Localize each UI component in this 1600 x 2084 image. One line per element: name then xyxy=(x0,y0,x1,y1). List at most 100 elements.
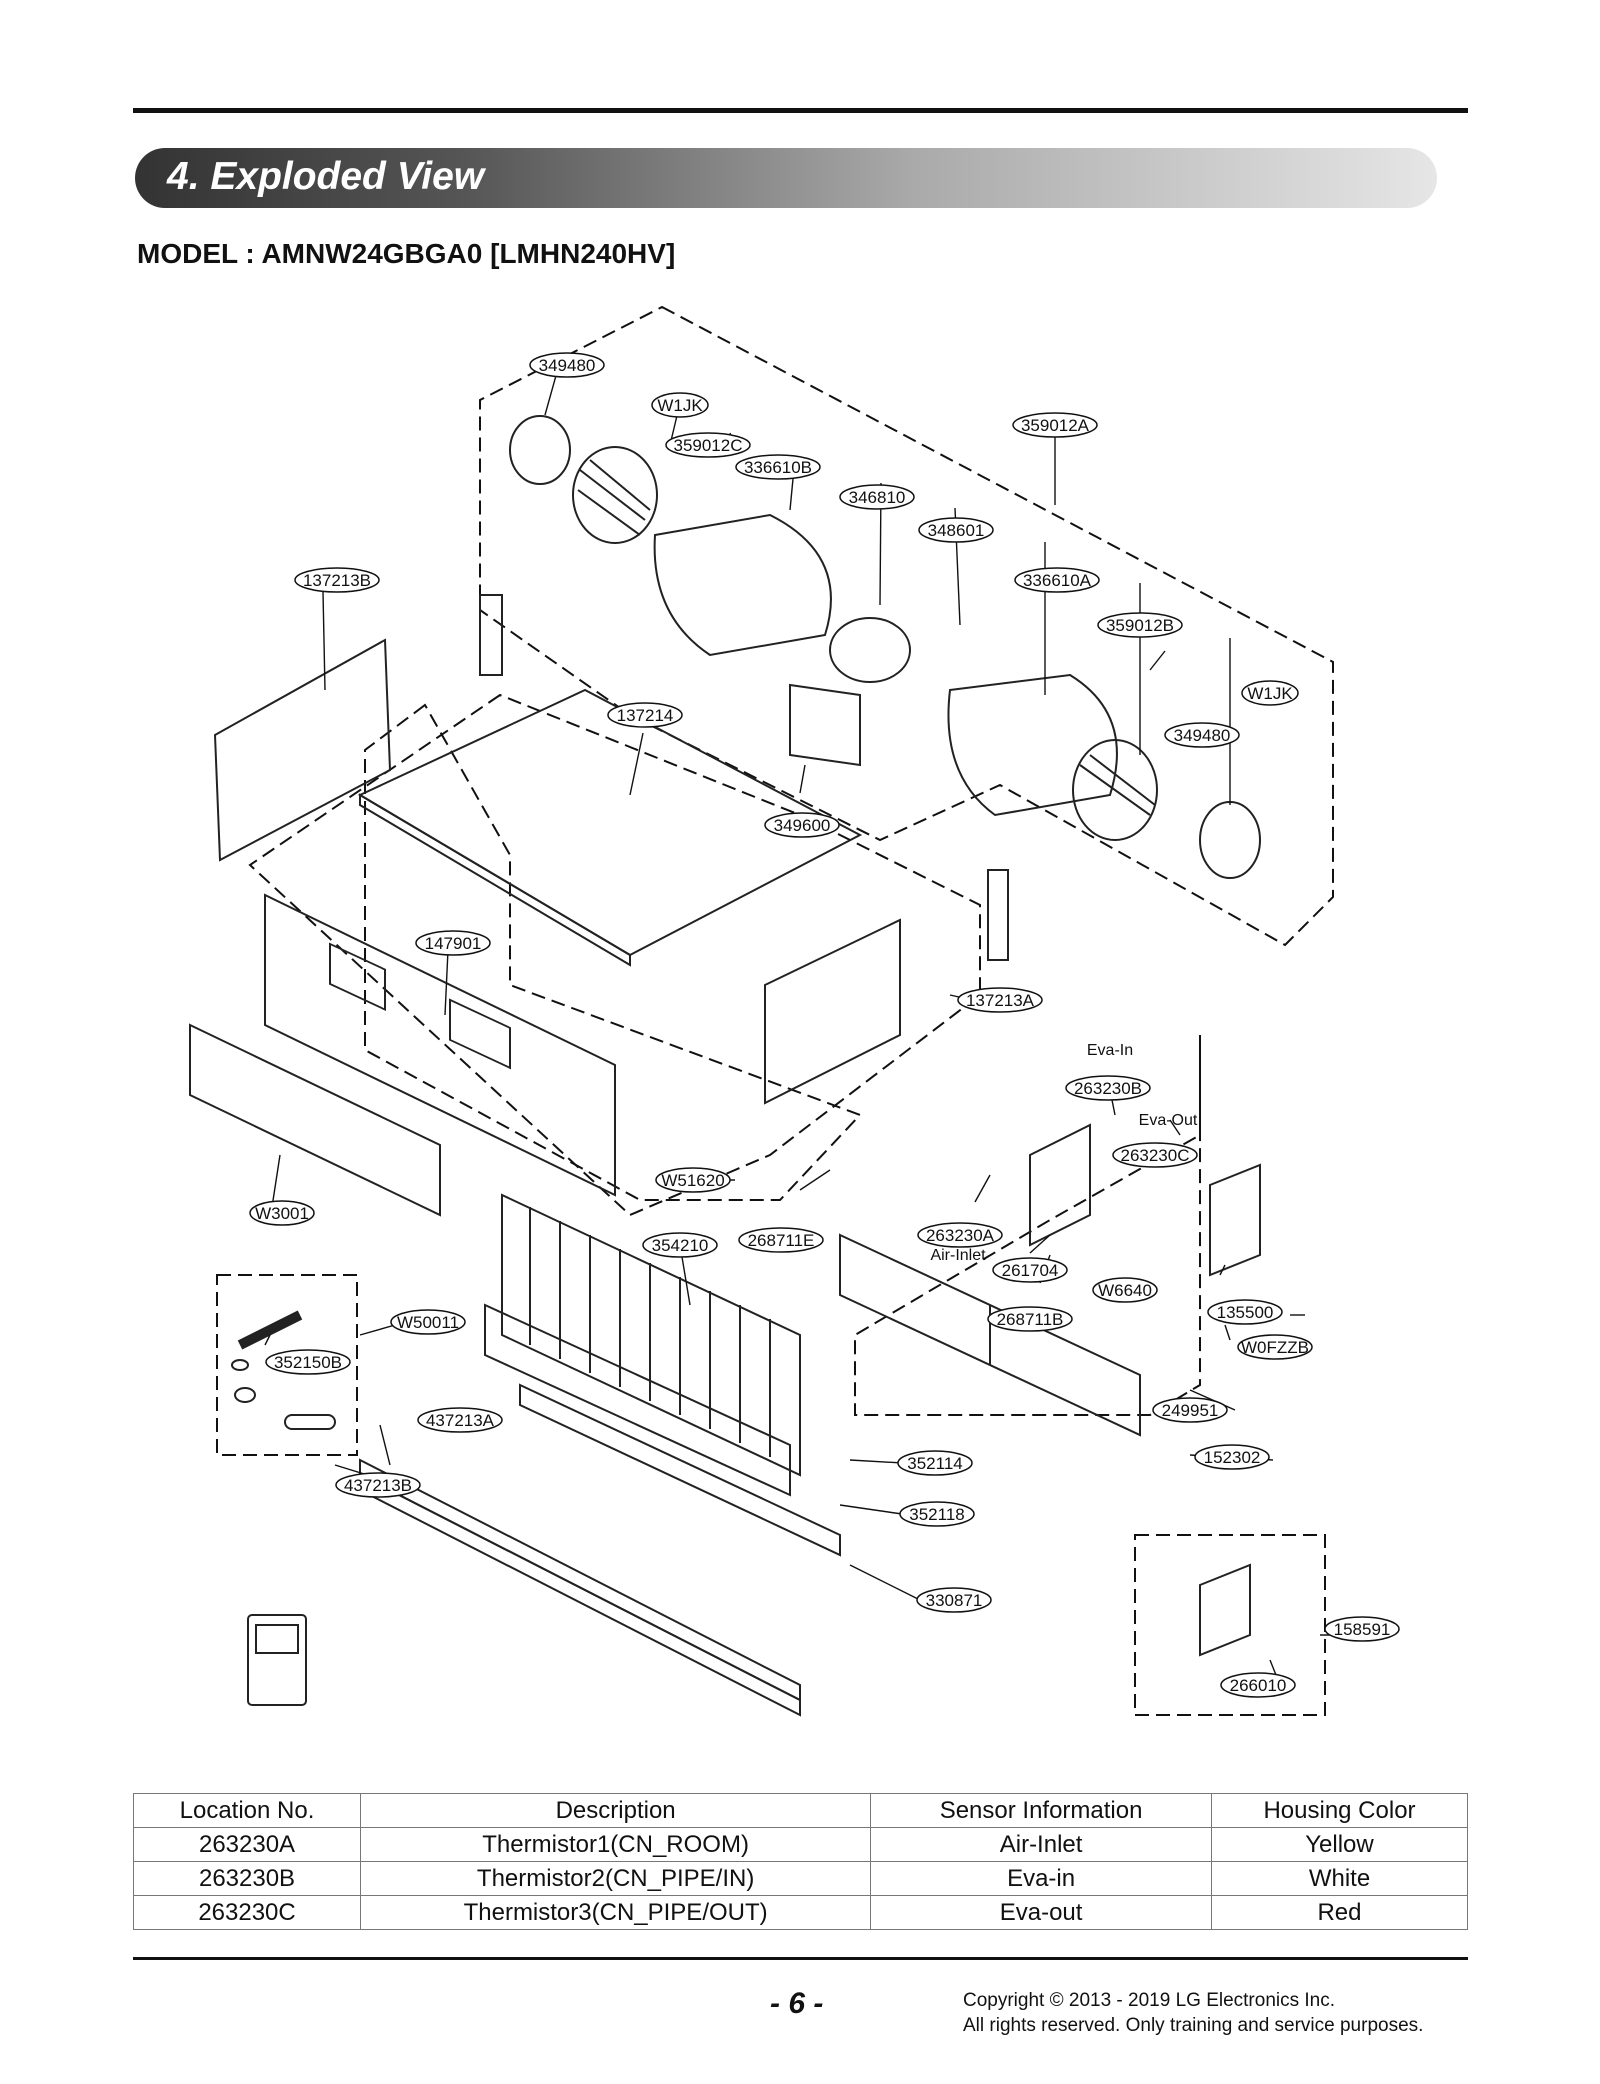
sensor-table: Location No. Description Sensor Informat… xyxy=(132,1793,1469,1930)
part-label-text: 349600 xyxy=(774,816,831,835)
part-label-text: 263230A xyxy=(926,1226,995,1245)
model-line: MODEL : AMNW24GBGA0 [LMHN240HV] xyxy=(137,238,676,269)
part-label-359012c: 359012C xyxy=(665,432,751,458)
top-panel-edge xyxy=(359,793,631,967)
bell-mouth-ring-right xyxy=(1199,801,1261,879)
bottom-rule xyxy=(133,1957,1468,1960)
side-panel-right xyxy=(764,918,901,1105)
part-label-147901: 147901 xyxy=(415,930,491,956)
pump-group-boundary xyxy=(1134,1534,1326,1716)
top-rule xyxy=(133,108,1468,113)
part-label-w1jk: W1JK xyxy=(1241,680,1299,706)
part-label-text: 354210 xyxy=(652,1236,709,1255)
fan-housing-left xyxy=(653,513,832,657)
table-cell: Thermistor3(CN_PIPE/OUT) xyxy=(360,1895,872,1930)
annotation-air-inlet: Air-Inlet xyxy=(930,1247,986,1264)
part-label-text: 137214 xyxy=(617,706,674,725)
part-label-text: 263230B xyxy=(1074,1079,1142,1098)
part-label-text: 359012B xyxy=(1106,616,1174,635)
part-label-w51620: W51620 xyxy=(655,1167,731,1193)
part-label-text: 137213A xyxy=(966,991,1035,1010)
part-label-text: 348601 xyxy=(928,521,985,540)
fan-motor xyxy=(829,617,911,683)
part-label-text: 137213B xyxy=(303,571,371,590)
part-label-330871: 330871 xyxy=(916,1587,992,1613)
part-label-352114: 352114 xyxy=(897,1450,973,1476)
part-label-137213b: 137213B xyxy=(294,567,380,593)
part-label-336610a: 336610A xyxy=(1014,567,1100,593)
part-label-text: 261704 xyxy=(1002,1261,1059,1280)
section-title: 4. Exploded View xyxy=(167,155,485,198)
annotation-eva-out: Eva-Out xyxy=(1139,1112,1198,1129)
part-label-text: 359012C xyxy=(673,436,742,455)
bottom-rail xyxy=(519,1383,841,1557)
front-panel xyxy=(264,893,616,1197)
blower-fan-right xyxy=(1072,739,1158,841)
part-label-text: 330871 xyxy=(926,1591,983,1610)
part-label-text: 352114 xyxy=(907,1454,962,1473)
blower-group-boundary xyxy=(479,305,1334,947)
drain-hose xyxy=(237,1310,303,1350)
table-cell: Eva-out xyxy=(870,1895,1212,1930)
part-label-137214: 137214 xyxy=(607,702,683,728)
part-label-text: 336610A xyxy=(1023,571,1092,590)
table-cell: 263230B xyxy=(132,1861,362,1896)
table-cell: Thermistor1(CN_ROOM) xyxy=(360,1827,872,1862)
side-cover xyxy=(1209,1163,1261,1277)
copyright: Copyright © 2013 - 2019 LG Electronics I… xyxy=(963,1988,1423,2038)
page-number: - 6 - xyxy=(770,1987,824,2020)
duct-flange xyxy=(189,1023,441,1217)
part-label-text: 263230C xyxy=(1120,1146,1189,1165)
part-label-263230c: 263230C xyxy=(1112,1142,1198,1168)
part-label-text: W51620 xyxy=(661,1171,724,1190)
part-label-349600: 349600 xyxy=(764,812,840,838)
part-label-text: 268711E xyxy=(748,1231,815,1250)
part-label-text: 352150B xyxy=(274,1353,342,1372)
part-label-w1jk: W1JK xyxy=(651,392,709,418)
part-label-text: W1JK xyxy=(1247,684,1293,703)
part-label-text: W6640 xyxy=(1098,1281,1152,1300)
table-cell: Air-Inlet xyxy=(870,1827,1212,1862)
part-label-w3001: W3001 xyxy=(249,1200,315,1226)
table-cell: Eva-in xyxy=(870,1861,1212,1896)
part-label-349480: 349480 xyxy=(1164,722,1240,748)
table-cell: 263230C xyxy=(132,1895,362,1930)
part-label-266010: 266010 xyxy=(1220,1672,1296,1698)
part-label-268711b: 268711B xyxy=(987,1306,1073,1332)
part-label-336610b: 336610B xyxy=(735,454,821,480)
part-label-152302: 152302 xyxy=(1194,1444,1270,1470)
table-cell: Yellow xyxy=(1210,1827,1469,1862)
copyright-line-2: All rights reserved. Only training and s… xyxy=(963,2015,1424,2036)
part-label-text: 152302 xyxy=(1204,1448,1261,1467)
fan-housing-right xyxy=(947,673,1118,817)
part-label-text: W50011 xyxy=(397,1313,459,1332)
part-label-359012a: 359012A xyxy=(1012,412,1098,438)
part-label-263230b: 263230B xyxy=(1065,1075,1151,1101)
part-label-158591: 158591 xyxy=(1324,1616,1400,1642)
table-cell: Red xyxy=(1210,1895,1469,1930)
part-label-352150b: 352150B xyxy=(265,1349,351,1375)
part-label-437213a: 437213A xyxy=(417,1407,503,1433)
part-label-text: 349480 xyxy=(1174,726,1231,745)
table-header-row: Location No. Description Sensor Informat… xyxy=(132,1793,1469,1828)
table-cell: 263230A xyxy=(132,1827,362,1862)
part-label-349480: 349480 xyxy=(529,352,605,378)
part-label-text: 249951 xyxy=(1162,1401,1219,1420)
part-label-359012b: 359012B xyxy=(1097,612,1183,638)
part-label-text: 359012A xyxy=(1021,416,1090,435)
table-header-description: Description xyxy=(360,1793,872,1828)
left-bracket xyxy=(479,594,503,676)
table-cell: Thermistor2(CN_PIPE/IN) xyxy=(360,1861,872,1896)
drain-pump xyxy=(1199,1563,1251,1657)
table-header-location: Location No. xyxy=(132,1793,362,1828)
cabinet-group-boundary xyxy=(364,703,862,1201)
remote-controller xyxy=(247,1614,307,1706)
exploded-view-diagram: 349480W1JK359012C336610B3468103486013590… xyxy=(189,305,1400,1717)
control-box xyxy=(1029,1123,1091,1247)
part-label-text: 135500 xyxy=(1217,1303,1274,1322)
part-label-348601: 348601 xyxy=(918,517,994,543)
part-label-263230a: 263230A xyxy=(917,1222,1003,1248)
part-label-text: 437213B xyxy=(344,1476,412,1495)
accessory-group-boundary xyxy=(216,1274,358,1456)
section-title-bar: 4. Exploded View xyxy=(135,148,1437,208)
